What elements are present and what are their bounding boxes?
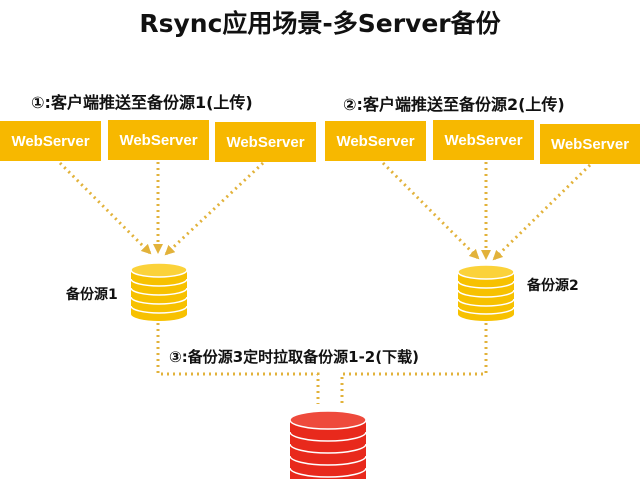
db1-label: 备份源1	[66, 287, 118, 303]
database-icon-backup-source-3	[289, 410, 367, 479]
pull-lines	[156, 317, 488, 404]
arrow-1-3	[164, 161, 265, 256]
webserver-1-3: WebServer	[215, 122, 316, 162]
database-icon-backup-source-1	[130, 262, 188, 321]
diagram-title: Rsync应用场景-多Server备份	[139, 9, 501, 38]
webserver-1-1: WebServer	[0, 121, 101, 161]
database-icon-backup-source-2	[457, 264, 515, 321]
arrow-2-1	[381, 161, 480, 260]
upload-arrows-group-1	[58, 161, 265, 256]
section-2-label: ②:客户端推送至备份源2(上传)	[343, 95, 565, 114]
section-3-label: ③:备份源3定时拉取备份源1-2(下载)	[167, 346, 421, 367]
webserver-1-2: WebServer	[108, 120, 209, 160]
webserver-2-3: WebServer	[540, 124, 640, 164]
webserver-2-2: WebServer	[433, 120, 534, 160]
arrow-2-3	[492, 163, 592, 261]
section-1-label: ①:客户端推送至备份源1(上传)	[31, 93, 253, 112]
upload-arrows-group-2	[381, 161, 592, 261]
db2-label: 备份源2	[527, 278, 579, 294]
pull-line-from-db2	[340, 317, 488, 404]
webserver-2-1: WebServer	[325, 121, 426, 161]
arrow-1-1	[58, 161, 152, 255]
